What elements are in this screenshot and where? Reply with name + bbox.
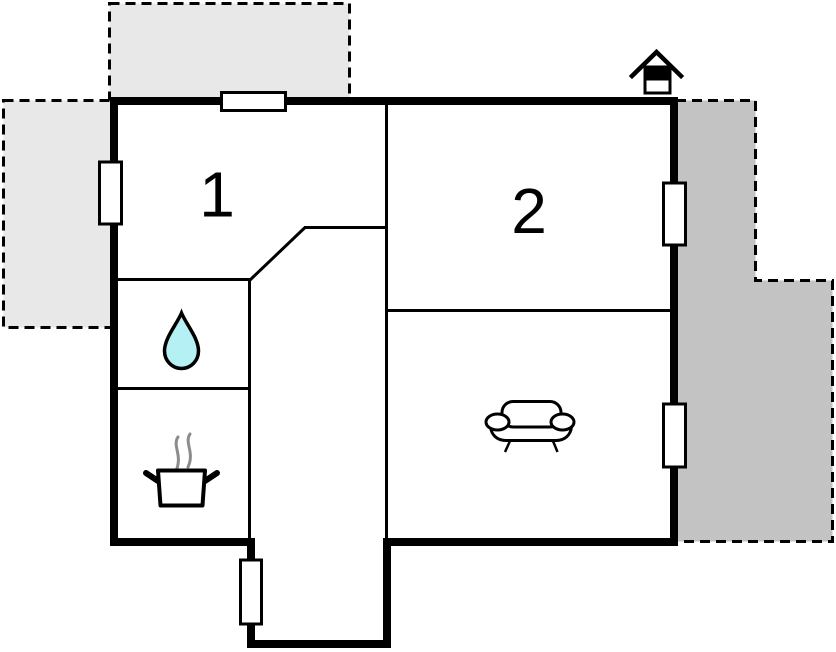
sofa-leg-right — [551, 440, 559, 453]
sofa-icon — [484, 400, 576, 453]
pot-handle-left — [143, 470, 161, 484]
sofa-armrest-right — [549, 412, 576, 432]
entrance-roof — [628, 48, 685, 80]
entrance-icon — [628, 48, 685, 95]
cooking-pot-icon — [143, 432, 220, 508]
interior-walls — [114, 101, 674, 542]
window-top — [220, 91, 287, 112]
window-room2 — [662, 181, 687, 247]
steam-right — [186, 432, 192, 469]
entrance-body-top — [643, 65, 672, 81]
window-living — [662, 402, 687, 469]
room-2-label: 2 — [511, 175, 547, 247]
sofa-leg-left — [503, 440, 512, 453]
room-1-label: 1 — [199, 159, 235, 231]
window-left — [98, 160, 123, 226]
exterior-walls — [110, 97, 678, 648]
windows — [98, 91, 687, 626]
steam-left — [174, 435, 180, 473]
terrace-top — [108, 2, 351, 102]
terrace-right — [674, 99, 834, 543]
water-drop-icon — [162, 308, 201, 371]
terrace-left — [2, 99, 115, 329]
wall-hall-diagonal — [248, 226, 307, 282]
window-corridor — [239, 558, 263, 626]
pot-body — [156, 468, 207, 508]
sofa-armrest-left — [484, 412, 511, 432]
sofa-skirt — [489, 426, 573, 442]
pot-handle-right — [202, 470, 220, 484]
